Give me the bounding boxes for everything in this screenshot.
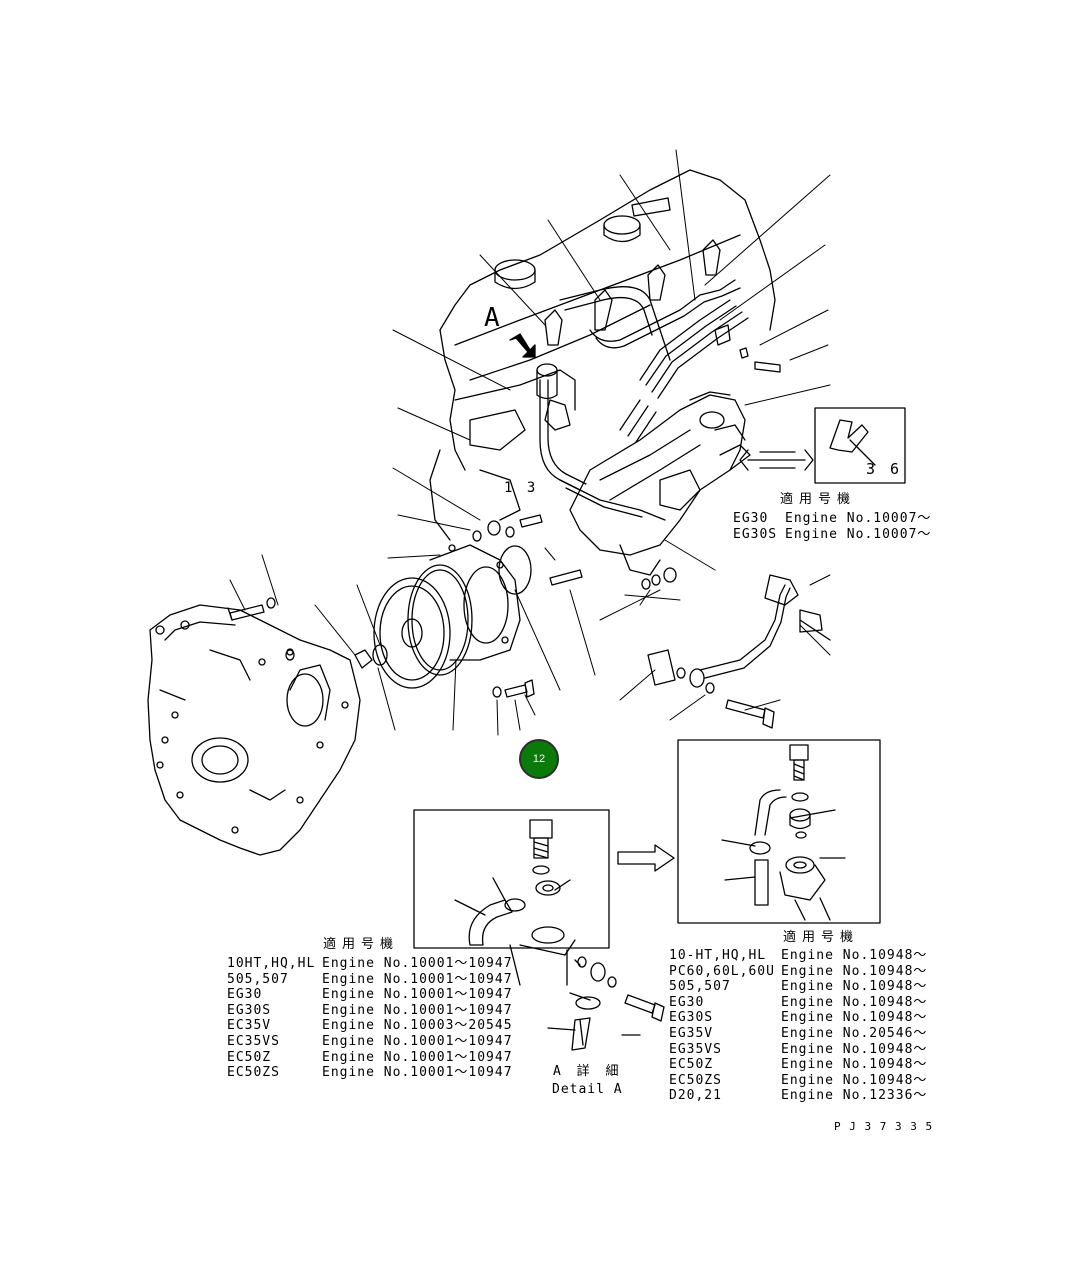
leader-lines <box>230 150 830 735</box>
right-row-engine: Engine No.10948～ <box>781 1010 928 1026</box>
right-row-engine: Engine No.10948～ <box>781 994 928 1010</box>
right-detail-box <box>678 740 880 923</box>
view-arrow-a <box>510 334 535 357</box>
right-row-model: EG30S <box>669 1010 714 1026</box>
right-row-engine: Engine No.10948～ <box>781 963 928 979</box>
right-row-engine: Engine No.10948～ <box>781 948 928 963</box>
right-row-model: 10-HT,HQ,HL <box>669 948 767 963</box>
gear-and-plate <box>355 545 531 688</box>
right-row-engine: Engine No.20546～ <box>781 1026 928 1041</box>
right-row-model: EC50Z <box>669 1057 714 1073</box>
injection-nozzles <box>537 240 720 430</box>
bracket-row-engine: Engine No.10007～ <box>785 511 932 526</box>
right-row-model: EC50ZS <box>669 1072 722 1088</box>
timing-cover <box>148 605 360 855</box>
bolts-and-washers <box>228 325 780 697</box>
left-row-engine: Engine No.10001～10947 <box>322 956 513 971</box>
callout-badge-12[interactable]: 12 <box>519 739 559 779</box>
left-row-model: EC35V <box>227 1018 272 1034</box>
injection-pipes <box>540 280 748 520</box>
oil-pipe <box>648 575 830 728</box>
right-row-model: PC60,60L,60U <box>669 963 775 979</box>
detail-transition-arrow <box>618 845 674 871</box>
left-row-engine: Engine No.10001～10947 <box>322 1049 513 1065</box>
left-row-model: 505,507 <box>227 971 289 987</box>
left-row-model: EC35VS <box>227 1034 280 1049</box>
drawing-number: P J 3 7 3 3 5 <box>834 1120 934 1133</box>
part-36-label: 3 6 <box>866 460 903 478</box>
left-row-model: EC50ZS <box>227 1065 280 1081</box>
cylinder-head <box>430 170 775 540</box>
part-13-label: 1 3 <box>504 480 539 496</box>
left-applicable-header: 適用号機 <box>323 937 400 952</box>
left-row-engine: Engine No.10003～20545 <box>322 1018 513 1034</box>
bracket-row-model: EG30S <box>733 527 778 542</box>
left-row-engine: Engine No.10001～10947 <box>322 971 513 987</box>
left-row-engine: Engine No.10001～10947 <box>322 1065 513 1081</box>
right-row-model: D20,21 <box>669 1088 722 1104</box>
right-row-model: EG35V <box>669 1026 714 1041</box>
right-row-engine: Engine No.10948～ <box>781 1072 928 1088</box>
view-a-label: A <box>484 303 500 333</box>
right-row-model: 505,507 <box>669 979 731 995</box>
left-row-engine: Engine No.10001～10947 <box>322 987 513 1003</box>
right-row-engine: Engine No.10948～ <box>781 979 928 995</box>
detail-a-title-jp: A 詳 細 <box>553 1064 623 1079</box>
left-row-model: EC50Z <box>227 1049 272 1065</box>
bracket-inset <box>740 408 905 483</box>
bracket-row-model: EG30 <box>733 511 778 526</box>
left-row-engine: Engine No.10001～10947 <box>322 1034 513 1049</box>
right-row-engine: Engine No.10948～ <box>781 1041 928 1057</box>
right-row-engine: Engine No.12336～ <box>781 1088 928 1104</box>
left-row-model: EG30S <box>227 1002 272 1018</box>
left-row-model: 10HT,HQ,HL <box>227 956 316 971</box>
right-row-engine: Engine No.10948～ <box>781 1057 928 1073</box>
right-row-model: EG35VS <box>669 1041 722 1057</box>
bracket-row-engine: Engine No.10007～ <box>785 527 932 542</box>
detail-a-box <box>414 810 664 1050</box>
bracket-applicable-header: 適用号機 <box>780 492 857 507</box>
right-row-model: EG30 <box>669 994 705 1010</box>
right-applicable-header: 適用号機 <box>783 930 860 945</box>
injection-pump <box>570 392 750 575</box>
left-row-engine: Engine No.10001～10947 <box>322 1002 513 1018</box>
detail-a-title-en: Detail A <box>552 1082 623 1097</box>
left-row-model: EG30 <box>227 987 263 1003</box>
